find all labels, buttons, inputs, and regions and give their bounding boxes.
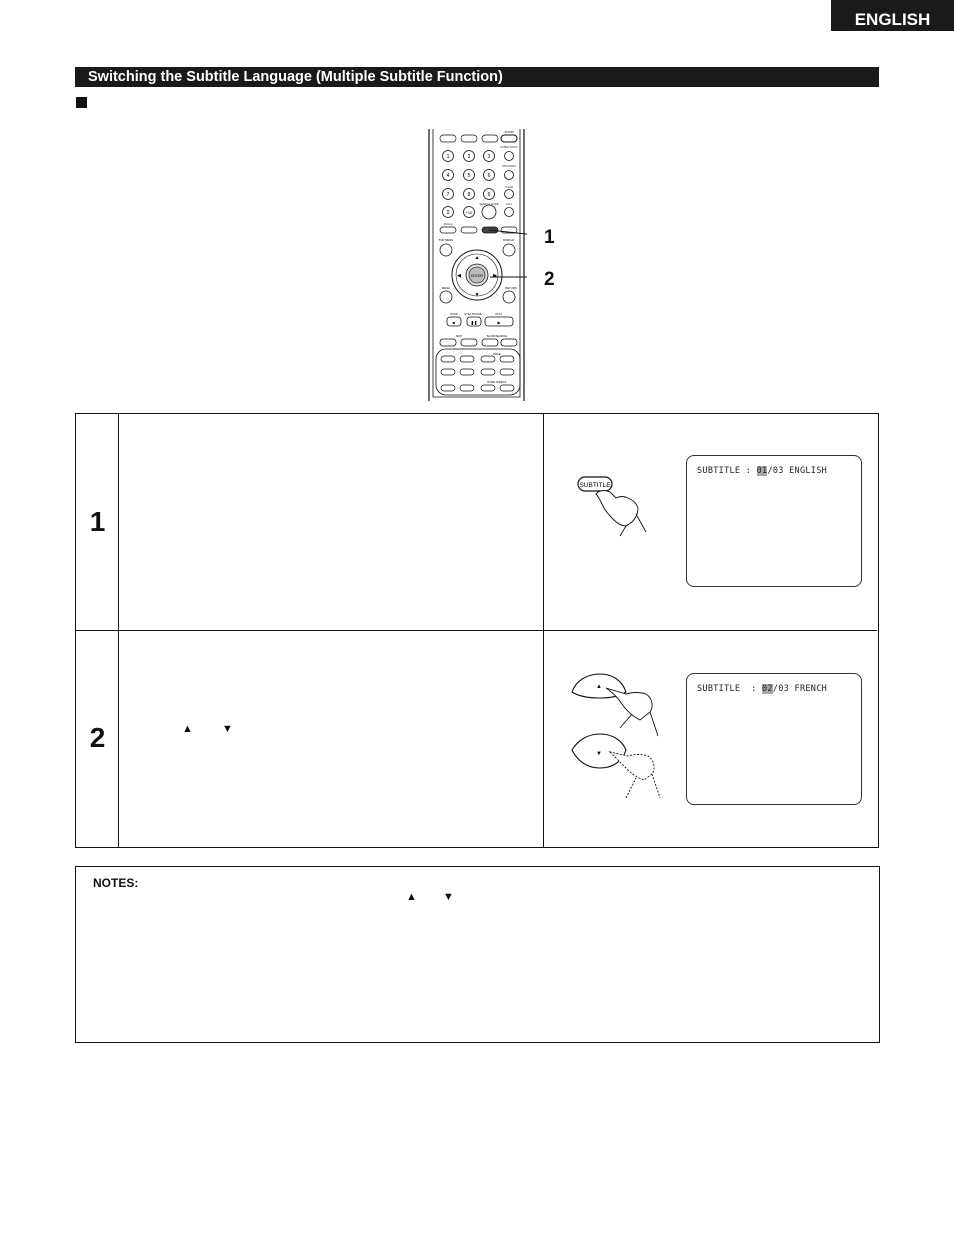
display-label: DISPLAY <box>503 238 515 242</box>
svg-text:9: 9 <box>488 192 491 198</box>
step-text-cell: ▲ ▼ <box>119 630 544 847</box>
svg-text:2: 2 <box>468 154 471 160</box>
tv-screen-osd-1: SUBTITLE : 01/03 ENGLISH <box>686 455 862 587</box>
svg-text:SUPER AUDIO: SUPER AUDIO <box>500 145 518 149</box>
enter-label: ENTER <box>471 274 483 278</box>
search-mode-label: SEARCH MODE <box>479 202 499 206</box>
step-number-cell: 2 <box>76 630 119 847</box>
cursor-buttons-press-illustration: ▲ ▼ <box>571 673 661 799</box>
play-label: PLAY <box>496 312 503 316</box>
step-number-cell: 1 <box>76 414 119 630</box>
return-label: RETURN <box>505 286 517 290</box>
notes-title: NOTES: <box>93 876 139 890</box>
subtitle-button-label: SUBTITLE <box>579 482 611 489</box>
down-arrow-icon: ▼ <box>222 723 233 735</box>
down-cursor-icon: ▼ <box>596 751 602 757</box>
stop-label: STOP <box>450 312 458 316</box>
svg-text:1: 1 <box>447 154 450 160</box>
svg-text:4: 4 <box>447 173 450 179</box>
call-label: CALL <box>506 202 513 206</box>
svg-text:6: 6 <box>488 173 491 179</box>
step-row-2: 2 ▲ ▼ ▲ ▼ SUBTITLE : 02/03 FRENCH <box>76 630 877 847</box>
osd-current-track: 02 <box>762 684 773 694</box>
step-row-1: 1 SUBTITLE SUBTITLE : 01/03 ENGLISH <box>76 414 877 631</box>
remote-callout-1: 1 <box>544 227 555 248</box>
skip-label: SKIP <box>456 334 463 338</box>
bullet-square-icon <box>76 97 87 108</box>
top-menu-label: TOP MENU <box>439 238 454 242</box>
angle-label: ANGLE <box>444 222 453 226</box>
section-title: Switching the Subtitle Language (Multipl… <box>75 67 879 87</box>
slow-search-label: SLOW/SEARCH <box>487 334 508 338</box>
svg-text:▲: ▲ <box>475 255 480 261</box>
notes-box: NOTES: ▲ ▼ <box>75 866 880 1043</box>
osd-text: SUBTITLE : 02/03 FRENCH <box>697 684 828 694</box>
svg-text:▶: ▶ <box>493 273 497 279</box>
up-cursor-icon: ▲ <box>596 684 602 690</box>
steps-table: 1 SUBTITLE SUBTITLE : 01/03 ENGLISH 2 ▲ … <box>75 413 879 848</box>
tv-screen-osd-2: SUBTITLE : 02/03 FRENCH <box>686 673 862 805</box>
up-arrow-icon: ▲ <box>406 891 417 903</box>
up-arrow-icon: ▲ <box>182 723 193 735</box>
menu-label: MENU <box>442 286 450 290</box>
svg-text:▼: ▼ <box>475 292 480 298</box>
svg-text:5: 5 <box>468 173 471 179</box>
svg-text:8: 8 <box>468 192 471 198</box>
svg-text:0: 0 <box>447 210 450 216</box>
remote-callout-2: 2 <box>544 269 555 290</box>
clear-label: CLEAR <box>505 185 514 189</box>
zoom-label: ZOOM <box>505 130 514 134</box>
osd-current-track: 01 <box>756 466 768 476</box>
page-label: PAGE <box>493 352 501 356</box>
svg-text:◀: ◀ <box>457 273 461 279</box>
down-arrow-icon: ▼ <box>443 891 454 903</box>
osd-text: SUBTITLE : 01/03 ENGLISH <box>697 466 828 476</box>
language-tab: ENGLISH <box>831 0 954 31</box>
pure-direct-label: PURE DIRECT <box>488 380 507 384</box>
svg-text:+10: +10 <box>466 210 474 215</box>
subtitle-button-press-illustration: SUBTITLE <box>577 476 647 537</box>
remote-control-illustration: ZOOM 1 2 3 4 5 6 7 8 9 0 +10 SUPER AUDIO PROGRA… <box>428 129 527 401</box>
step-text-cell <box>119 414 544 630</box>
svg-text:❚❚: ❚❚ <box>471 320 478 325</box>
still-pause-label: STILL/PAUSE <box>464 312 482 316</box>
step-number: 1 <box>89 506 106 537</box>
svg-text:PROGRAM: PROGRAM <box>502 164 515 168</box>
svg-text:7: 7 <box>447 192 450 198</box>
svg-text:3: 3 <box>488 154 491 160</box>
step-number: 2 <box>89 722 106 753</box>
svg-text:▶: ▶ <box>497 320 501 325</box>
svg-text:■: ■ <box>453 320 456 325</box>
